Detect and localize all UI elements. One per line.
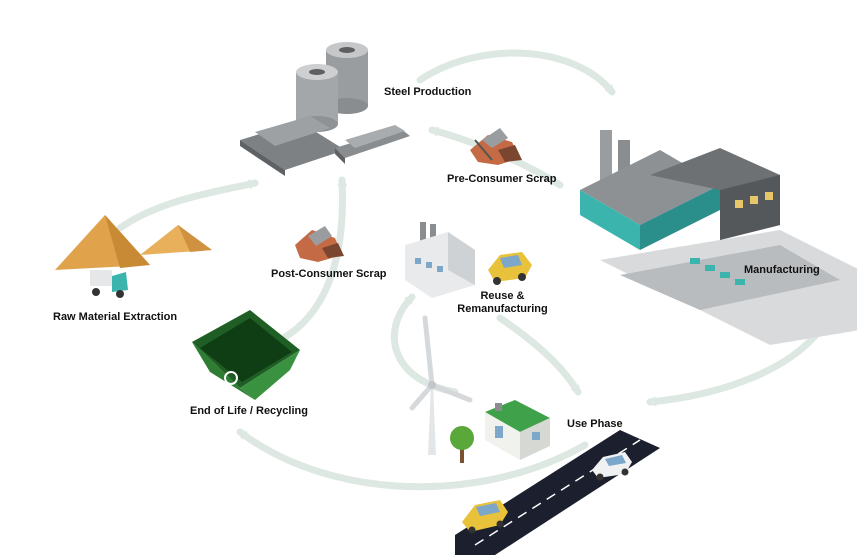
manufacturing-label: Manufacturing (744, 264, 820, 276)
steel-coil-icon (296, 42, 368, 132)
arrow-use-to-endoflife (236, 428, 589, 491)
wind-turbine-icon (409, 315, 473, 455)
steel-beam-icon (240, 116, 410, 176)
steel-production-label: Steel Production (384, 86, 472, 98)
arrow-recycling-to-steel (276, 176, 348, 344)
reuse-label-line1: Reuse & (480, 290, 525, 302)
reuse-label-line2: Remanufacturing (457, 303, 548, 315)
truck-icon (90, 270, 128, 298)
house-icon (485, 400, 550, 460)
arrow-steel-to-manufacturing (416, 49, 616, 96)
road-icon (455, 430, 660, 555)
reuse-remanufacturing-label: Reuse & Remanufacturing (455, 290, 550, 316)
raw-material-extraction-label: Raw Material Extraction (53, 311, 178, 323)
scrap-pile-icon (470, 128, 522, 165)
scrap-pile-icon (295, 226, 344, 262)
car-icon (592, 452, 632, 481)
car-icon (488, 252, 532, 285)
small-factory-icon (405, 222, 475, 298)
arrow-rawmaterial-to-steel (116, 179, 259, 232)
skip-bin-icon (192, 310, 300, 400)
pre-consumer-scrap-label: Pre-Consumer Scrap (447, 173, 557, 185)
arrow-use-to-reuse (390, 293, 459, 396)
end-of-life-recycling-label: End of Life / Recycling (190, 405, 308, 417)
car-icon (462, 500, 508, 534)
use-phase-label: Use Phase (567, 418, 623, 430)
arrow-reuse-to-use (496, 314, 582, 396)
post-consumer-scrap-label: Post-Consumer Scrap (271, 268, 387, 280)
sand-pile-icon (55, 215, 212, 270)
factory-icon (580, 130, 857, 345)
tree-icon (450, 426, 474, 463)
recycle-icon (224, 371, 238, 385)
